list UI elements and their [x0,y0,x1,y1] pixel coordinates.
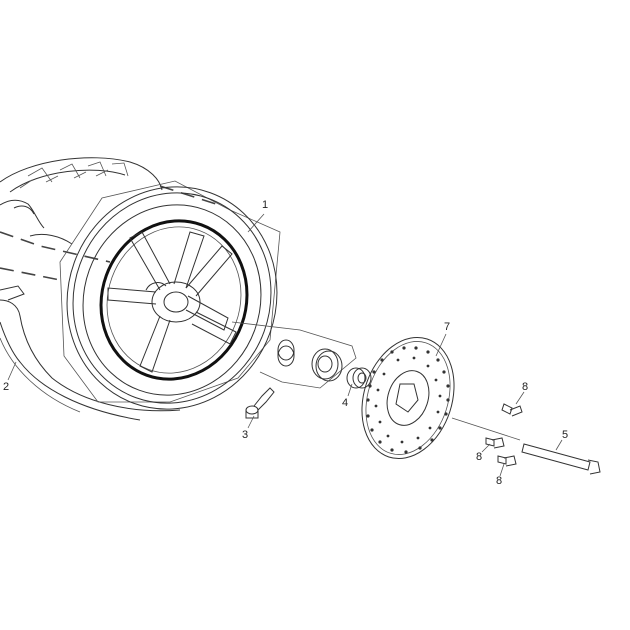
callout-8-bottom: 8 [496,475,502,487]
callout-8-middle: 8 [476,451,482,463]
callout-5: 5 [562,429,568,441]
disc-bolt-top [501,403,523,417]
valve [245,387,275,419]
brake-disc [361,336,455,460]
wheel-rim [59,180,281,410]
callout-3: 3 [242,429,248,441]
tire [0,157,181,421]
callout-2: 2 [3,381,9,393]
callout-7: 7 [444,321,450,333]
bearing-set [277,339,372,389]
callout-1: 1 [262,199,268,211]
callout-8-top: 8 [522,381,528,393]
leader-lines [7,213,563,477]
disc-bolt-bottom [497,455,517,467]
callout-4: 4 [342,397,348,409]
disc-bolt-middle [485,437,505,449]
axle-bolt [451,417,601,475]
axle-group-outline [231,321,357,389]
group-dash-lines [0,185,217,281]
